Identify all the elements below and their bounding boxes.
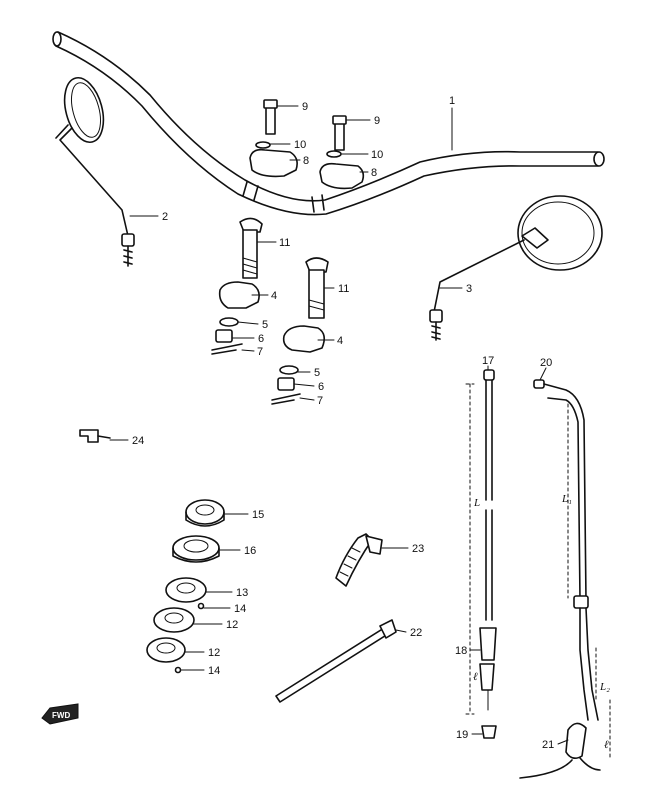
dimension-L1: L₁ (561, 493, 572, 505)
callout-11-right: 11 (338, 283, 349, 295)
callout-3: 3 (466, 283, 472, 295)
callout-18: 18 (455, 645, 467, 657)
callout-6-right: 6 (318, 381, 324, 393)
callout-5-left: 5 (262, 319, 268, 331)
throttle-cable (465, 369, 497, 739)
callout-11-left: 11 (279, 237, 290, 249)
callout-10-right: 10 (371, 149, 383, 161)
callout-8-right: 8 (371, 167, 377, 179)
dimension-L: L (473, 497, 480, 509)
callout-9-right: 9 (374, 115, 380, 127)
cable-band (335, 533, 383, 587)
callout-6-left: 6 (258, 333, 264, 345)
callout-13: 13 (236, 587, 248, 599)
fwd-label: FWD (52, 711, 70, 720)
callout-12-upper: 12 (226, 619, 238, 631)
leader-lines (109, 105, 569, 745)
callout-8-left: 8 (303, 155, 309, 167)
callout-4-left: 4 (271, 290, 277, 302)
callout-5-right: 5 (314, 367, 320, 379)
cable-tie (275, 619, 397, 703)
choke-cable (519, 379, 611, 779)
cable-clip (79, 429, 111, 443)
callout-12-lower: 12 (208, 647, 220, 659)
callout-19: 19 (456, 729, 468, 741)
callout-22: 22 (410, 627, 422, 639)
callout-20: 20 (540, 357, 552, 369)
dimension-l-choke: ℓ (604, 739, 609, 751)
callout-10-left: 10 (294, 139, 306, 151)
grommet-stack (146, 499, 225, 674)
callout-4-right: 4 (337, 335, 343, 347)
callout-1: 1 (449, 95, 455, 107)
callout-2: 2 (162, 211, 168, 223)
holder-assembly (211, 217, 329, 405)
fwd-direction-marker: FWD (41, 703, 79, 725)
dimension-L2: L₂ (599, 681, 610, 693)
callout-14-upper: 14 (234, 603, 246, 615)
callout-labels: 1 2 3 4 4 5 5 6 6 7 7 8 8 9 9 10 10 11 1… (132, 95, 554, 751)
dimension-labels: L L₁ L₂ ℓ ℓ (473, 493, 610, 751)
callout-23: 23 (412, 543, 424, 555)
handlebar (52, 31, 605, 216)
callout-9-left: 9 (302, 101, 308, 113)
callout-24: 24 (132, 435, 144, 447)
callout-15: 15 (252, 509, 264, 521)
callout-16: 16 (244, 545, 256, 557)
right-mirror (429, 195, 603, 341)
callout-17: 17 (482, 355, 494, 367)
callout-7-left: 7 (257, 346, 263, 358)
dimension-l-throttle: ℓ (473, 671, 478, 683)
callout-14-lower: 14 (208, 665, 220, 677)
handlebar-clamp-assembly (249, 99, 365, 190)
callout-21: 21 (542, 739, 554, 751)
left-mirror (55, 76, 135, 267)
callout-7-right: 7 (317, 395, 323, 407)
